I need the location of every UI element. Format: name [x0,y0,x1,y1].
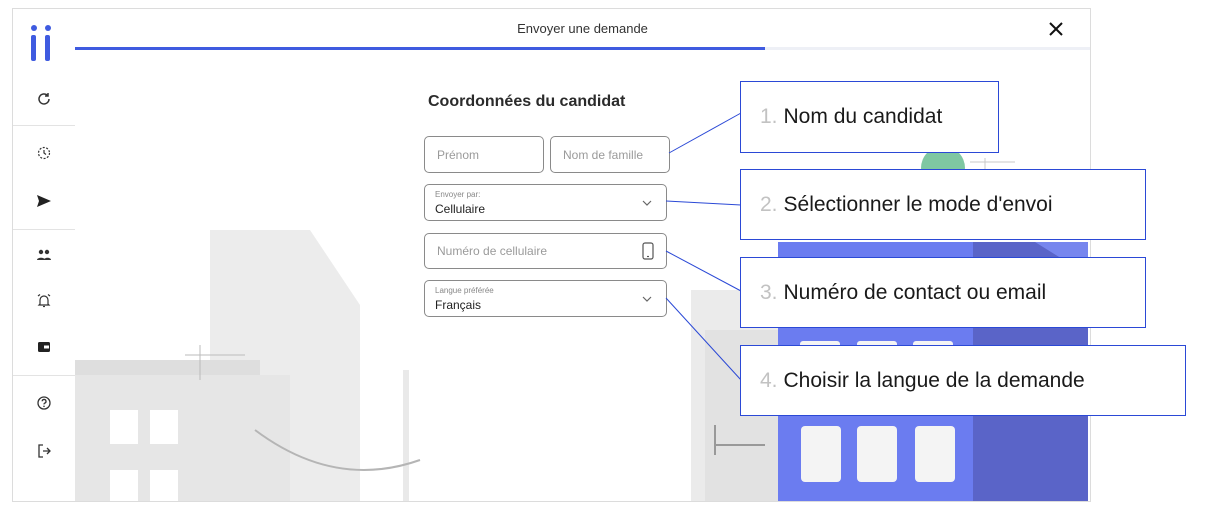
send-by-value: Cellulaire [435,202,486,216]
last-name-placeholder: Nom de famille [563,147,644,162]
phone-number-field[interactable]: Numéro de cellulaire [424,233,667,269]
callout-4-text: Choisir la langue de la demande [783,368,1085,392]
help-icon [37,396,51,410]
alarm-icon [37,294,51,308]
callout-3-text: Numéro de contact ou email [783,280,1047,304]
history-icon [37,146,51,160]
progress-bar [75,47,1090,50]
phone-number-placeholder: Numéro de cellulaire [437,244,548,258]
sidebar-item-refresh[interactable] [13,79,75,119]
progress-bar-fill [75,47,766,50]
sidebar-item-send[interactable] [13,181,75,221]
sidebar-item-logout[interactable] [13,431,75,471]
callout-1-number: 1. [760,105,778,128]
sidebar-item-history[interactable] [13,133,75,173]
logout-icon [38,444,51,458]
users-icon [37,249,51,260]
last-name-field[interactable]: Nom de famille [550,136,670,173]
callout-1-text: Nom du candidat [783,105,943,128]
modal-title: Envoyer une demande [517,21,648,36]
mobile-phone-icon [642,242,654,260]
callout-2-number: 2. [760,192,778,216]
callout-2-text: Sélectionner le mode d'envoi [783,192,1053,216]
close-button[interactable] [1046,19,1066,39]
sidebar [13,9,75,501]
callout-4-number: 4. [760,368,778,392]
modal-header: Envoyer une demande [75,9,1090,49]
chevron-down-icon [642,296,652,302]
callout-3-number: 3. [760,280,778,304]
logo-icon [31,25,55,65]
chevron-down-icon [642,200,652,206]
sidebar-item-help[interactable] [13,383,75,423]
language-label: Langue préférée [435,286,494,295]
send-by-label: Envoyer par: [435,190,481,199]
close-icon [1049,22,1063,36]
form-title: Coordonnées du candidat [428,93,626,110]
sidebar-item-users[interactable] [13,235,75,275]
callout-4: 4. Choisir la langue de la demande [740,345,1186,416]
send-icon [37,195,51,207]
sidebar-item-alarm[interactable] [13,281,75,321]
refresh-icon [38,93,50,105]
first-name-field[interactable]: Prénom [424,136,544,173]
language-value: Français [435,298,482,312]
language-select[interactable]: Langue préférée Français [424,280,667,317]
send-by-select[interactable]: Envoyer par: Cellulaire [424,184,667,221]
first-name-placeholder: Prénom [437,147,480,162]
callout-3: 3. Numéro de contact ou email [740,257,1146,328]
callout-2: 2. Sélectionner le mode d'envoi [740,169,1146,240]
wallet-icon [38,342,50,352]
sidebar-item-wallet[interactable] [13,327,75,367]
callout-1: 1. Nom du candidat [740,81,999,153]
